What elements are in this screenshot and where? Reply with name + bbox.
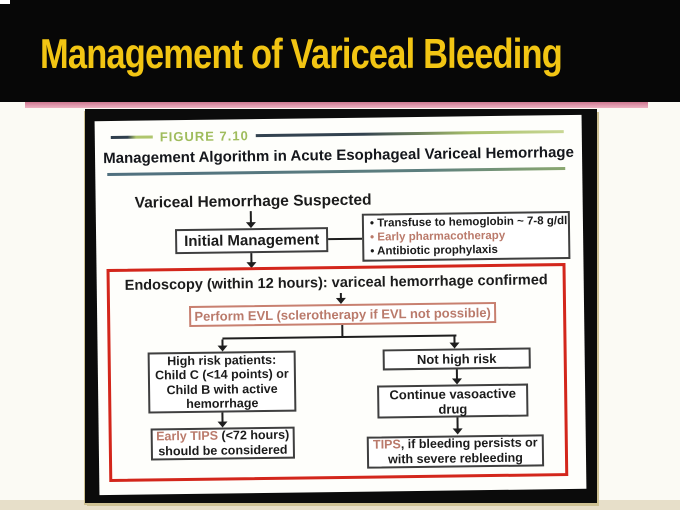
arrow-down-icon [452,369,462,384]
title-banner: Management of Variceal Bleeding [0,0,680,102]
figure-title-rule [107,167,566,177]
arrow-down-icon [452,417,462,434]
slide-title: Management of Variceal Bleeding [40,30,563,77]
bullet-text: Early pharmacotherapy [377,229,506,244]
node-perform-evl: Perform EVL (sclerotherapy if EVL not po… [188,301,497,327]
box-line: Early TIPS (<72 hours) [156,428,289,445]
figure-title: Management Algorithm in Acute Esophageal… [103,143,574,168]
box-line: High risk patients: [167,352,277,368]
box-line: should be considered [158,442,288,459]
figure-header: FIGURE 7.10 [110,123,564,145]
bullet-text: Antibiotic prophylaxis [377,243,498,258]
arrow-down-icon [217,412,227,427]
bullet-text: Transfuse to hemoglobin ~ 7-8 g/dl [377,215,568,230]
node-high-risk: High risk patients: Child C (<14 points)… [147,350,297,414]
node-continue-vasoactive: Continue vasoactive drug [377,383,529,419]
box-line: drug [438,400,468,417]
box-line: with severe rebleeding [388,450,523,467]
box-text: , if bleeding persists or [400,435,538,452]
highlight-text: Early TIPS [156,428,219,444]
arrow-down-icon [246,211,256,228]
bullet-item: Antibiotic prophylaxis [370,243,498,259]
corner-artifact [0,0,10,4]
node-not-high-risk: Not high risk [382,347,531,371]
bullet-item: Transfuse to hemoglobin ~ 7-8 g/dl [370,214,567,231]
node-initial-management: Initial Management [174,227,329,255]
node-initial-management-details: Transfuse to hemoglobin ~ 7-8 g/dl Early… [361,210,571,262]
arrow-down-icon [246,253,256,268]
connector-line [328,237,363,241]
figure-label-rule [255,129,564,137]
highlight-text: TIPS [372,437,401,452]
node-suspected: Variceal Hemorrhage Suspected [134,191,372,212]
box-line: Continue vasoactive [389,385,516,402]
node-early-tips: Early TIPS (<72 hours) should be conside… [150,426,296,461]
title-underline [25,102,648,108]
arrow-down-icon [449,336,459,348]
arrow-down-icon [217,339,227,351]
arrow-down-icon [336,293,346,304]
figure-label-dash [110,134,153,139]
box-line: hemorrhage [186,396,259,412]
figure-panel: FIGURE 7.10 Management Algorithm in Acut… [94,114,587,496]
node-tips: TIPS, if bleeding persists or with sever… [366,434,545,469]
algorithm-figure-photo: FIGURE 7.10 Management Algorithm in Acut… [85,109,597,503]
bottom-edge-strip [0,500,680,510]
box-line: Child B with active [166,381,278,397]
box-text: (<72 hours) [217,427,290,443]
figure-label: FIGURE 7.10 [159,127,249,144]
